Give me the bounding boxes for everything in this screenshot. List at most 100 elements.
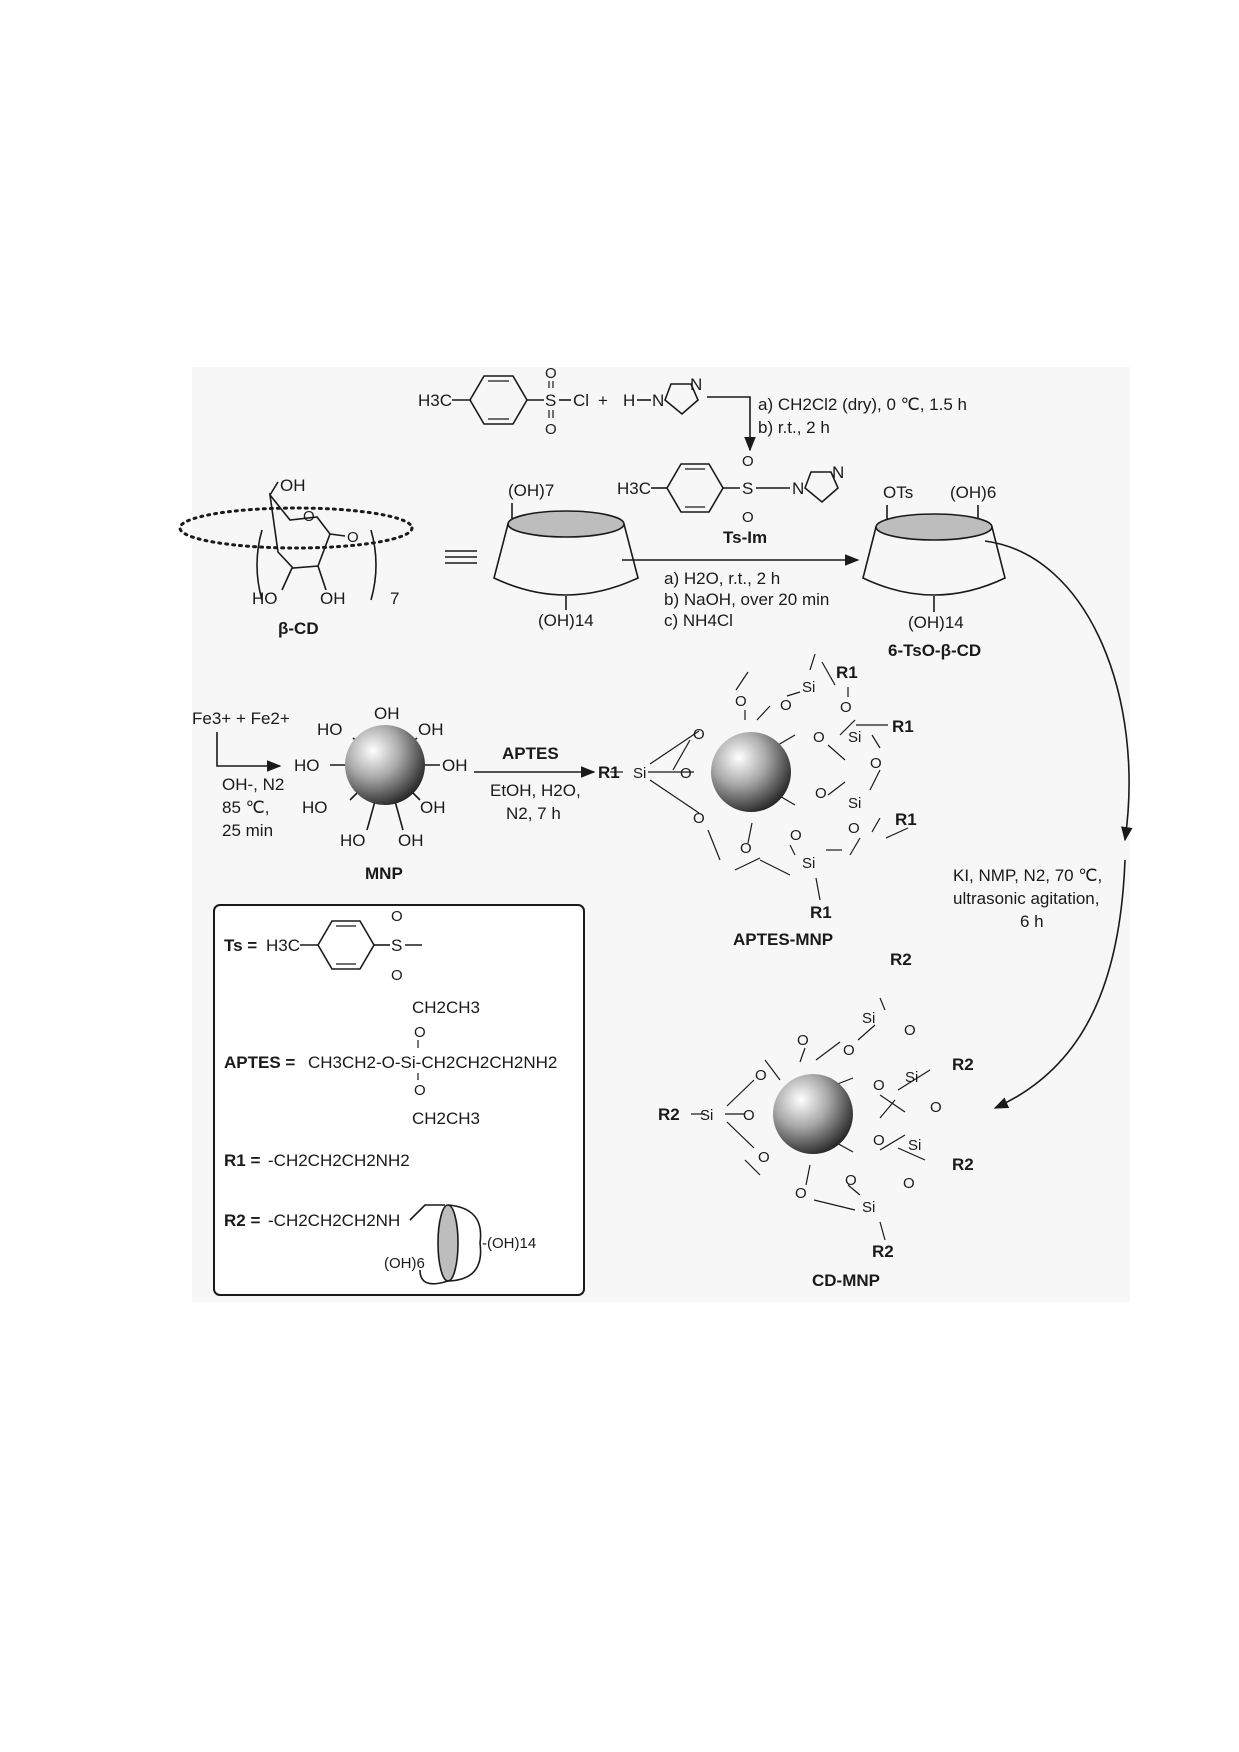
silicon-atom: Si: [802, 679, 815, 696]
step1-condition-a: a) CH2Cl2 (dry), 0 ℃, 1.5 h: [758, 395, 967, 414]
r2-substituent: R2: [872, 1242, 894, 1261]
silicon-atom: Si: [848, 729, 861, 746]
ring-oxygen: O: [303, 508, 315, 525]
final-condition-1: KI, NMP, N2, 70 ℃,: [953, 866, 1102, 885]
silicon-atom: Si: [802, 855, 815, 872]
iron-salts: Fe3+ + Fe2+: [192, 709, 290, 728]
r2-secondary-hydroxyls: -(OH)14: [482, 1235, 536, 1252]
plus-sign: +: [598, 391, 608, 410]
hydroxyl: HO: [317, 720, 343, 739]
oxygen-atom: O: [845, 1172, 857, 1189]
hydroxyl-3: OH: [320, 589, 346, 608]
tsocd-label: 6-TsO-β-CD: [888, 641, 981, 660]
aptes-condition-2: N2, 7 h: [506, 804, 561, 823]
oxygen-atom: O: [930, 1099, 942, 1116]
oxygen-atom: O: [755, 1067, 767, 1084]
oxygen-atom: O: [780, 697, 792, 714]
oxygen-atom: O: [813, 729, 825, 746]
aptes-mnp: R1 Si O O O O O Si R1 O O Si R1 O O Si R…: [598, 653, 917, 949]
r1-substituent: R1: [895, 810, 917, 829]
oxygen-atom: O: [815, 785, 827, 802]
silicon-atom: Si: [848, 795, 861, 812]
bcd-label: β-CD: [278, 619, 319, 638]
mnp-sphere: [345, 725, 425, 805]
step2-condition-a: a) H2O, r.t., 2 h: [664, 569, 780, 588]
r2-formula: -CH2CH2CH2NH: [268, 1211, 400, 1230]
beta-cyclodextrin: OH O O HO OH 7 β-CD: [178, 476, 414, 638]
ts-definition-label: Ts =: [224, 936, 257, 955]
oxygen-atom: O: [848, 820, 860, 837]
oxygen-atom: O: [790, 827, 802, 844]
r2-substituent: R2: [658, 1105, 680, 1124]
oxygen-atom: O: [680, 765, 692, 782]
oxygen-atom: O: [840, 699, 852, 716]
tosylate-group: OTs: [883, 483, 913, 502]
magnetic-nanoparticle: OH HO OH HO OH HO OH HO OH MNP: [294, 704, 468, 883]
oxygen-atom: O: [795, 1185, 807, 1202]
hydroxyl: OH: [420, 798, 446, 817]
oxygen-atom: O: [873, 1077, 885, 1094]
oxygen-label-bottom: O: [742, 509, 754, 526]
step2-condition-b: b) NaOH, over 20 min: [664, 590, 829, 609]
r2-substituent: R2: [952, 1155, 974, 1174]
tsim-label: Ts-Im: [723, 528, 767, 547]
aptes-oxygen-top: O: [414, 1024, 426, 1041]
sulfur-label: S: [742, 479, 753, 498]
repeat-count: 7: [390, 589, 399, 608]
legend-box: Ts = H3C S O O CH2CH3 O APTES = CH3CH2-O…: [213, 904, 585, 1296]
primary-hydroxyls: (OH)6: [950, 483, 996, 502]
r1-substituent: R1: [598, 763, 620, 782]
fe-condition-2: 85 ℃,: [222, 798, 269, 817]
r1-substituent: R1: [892, 717, 914, 736]
tosyl-cyclodextrin: OTs (OH)6 (OH)14 6-TsO-β-CD: [862, 483, 1006, 660]
r2-substituent: R2: [890, 950, 912, 969]
step1-arrow: [707, 396, 756, 452]
aptes-ethyl-bottom: CH2CH3: [412, 1109, 480, 1128]
glycosidic-oxygen: O: [347, 529, 359, 546]
step1-condition-b: b) r.t., 2 h: [758, 418, 830, 437]
ts-sulfur: S: [391, 936, 402, 955]
oxygen-atom: O: [693, 726, 705, 743]
oxygen-atom: O: [870, 755, 882, 772]
tosyl-imidazole: H3C S O O N N Ts-Im: [617, 453, 844, 547]
aptes-condition-1: EtOH, H2O,: [490, 781, 581, 800]
hydroxyl: OH: [398, 831, 424, 850]
fe-condition-1: OH-, N2: [222, 775, 284, 794]
methyl-label: H3C: [418, 391, 452, 410]
step2-condition-c: c) NH4Cl: [664, 611, 733, 630]
oxygen-atom: O: [873, 1132, 885, 1149]
fe-condition-3: 25 min: [222, 821, 273, 840]
equivalence-sign: [445, 550, 477, 564]
r1-substituent: R1: [810, 903, 832, 922]
hydroxyl-6: OH: [280, 476, 306, 495]
oxygen-atom: O: [843, 1042, 855, 1059]
nitrogen-label-3: N: [690, 375, 702, 394]
imidazole: H N N: [623, 375, 702, 416]
chlorine-label: Cl: [573, 391, 589, 410]
cd-mnp-label: CD-MNP: [812, 1271, 880, 1290]
tosyl-chloride: H3C S O O Cl +: [418, 365, 608, 438]
final-condition-2: ultrasonic agitation,: [953, 889, 1099, 908]
silicon-atom: Si: [700, 1107, 713, 1124]
silicon-atom: Si: [908, 1137, 921, 1154]
aptes-mnp-sphere: [711, 732, 791, 812]
hydroxyl: HO: [302, 798, 328, 817]
secondary-hydroxyls: (OH)14: [908, 613, 964, 632]
nitrogen-label-1: N: [652, 391, 664, 410]
r1-definition-label: R1 =: [224, 1151, 260, 1170]
mnp-label: MNP: [365, 864, 403, 883]
aptes-oxygen-bottom: O: [414, 1082, 426, 1099]
primary-hydroxyls: (OH)7: [508, 481, 554, 500]
oxygen-atom: O: [743, 1107, 755, 1124]
hydroxyl: OH: [374, 704, 400, 723]
oxygen-label-top: O: [742, 453, 754, 470]
aptes-ethyl-top: CH2CH3: [412, 998, 480, 1017]
ts-methyl: H3C: [266, 936, 300, 955]
hydrogen-label: H: [623, 391, 635, 410]
r2-definition-label: R2 =: [224, 1211, 260, 1230]
methyl-label: H3C: [617, 479, 651, 498]
curved-arrow-tsocd: [984, 540, 1133, 842]
r2-substituent: R2: [952, 1055, 974, 1074]
oxygen-atom: O: [693, 810, 705, 827]
